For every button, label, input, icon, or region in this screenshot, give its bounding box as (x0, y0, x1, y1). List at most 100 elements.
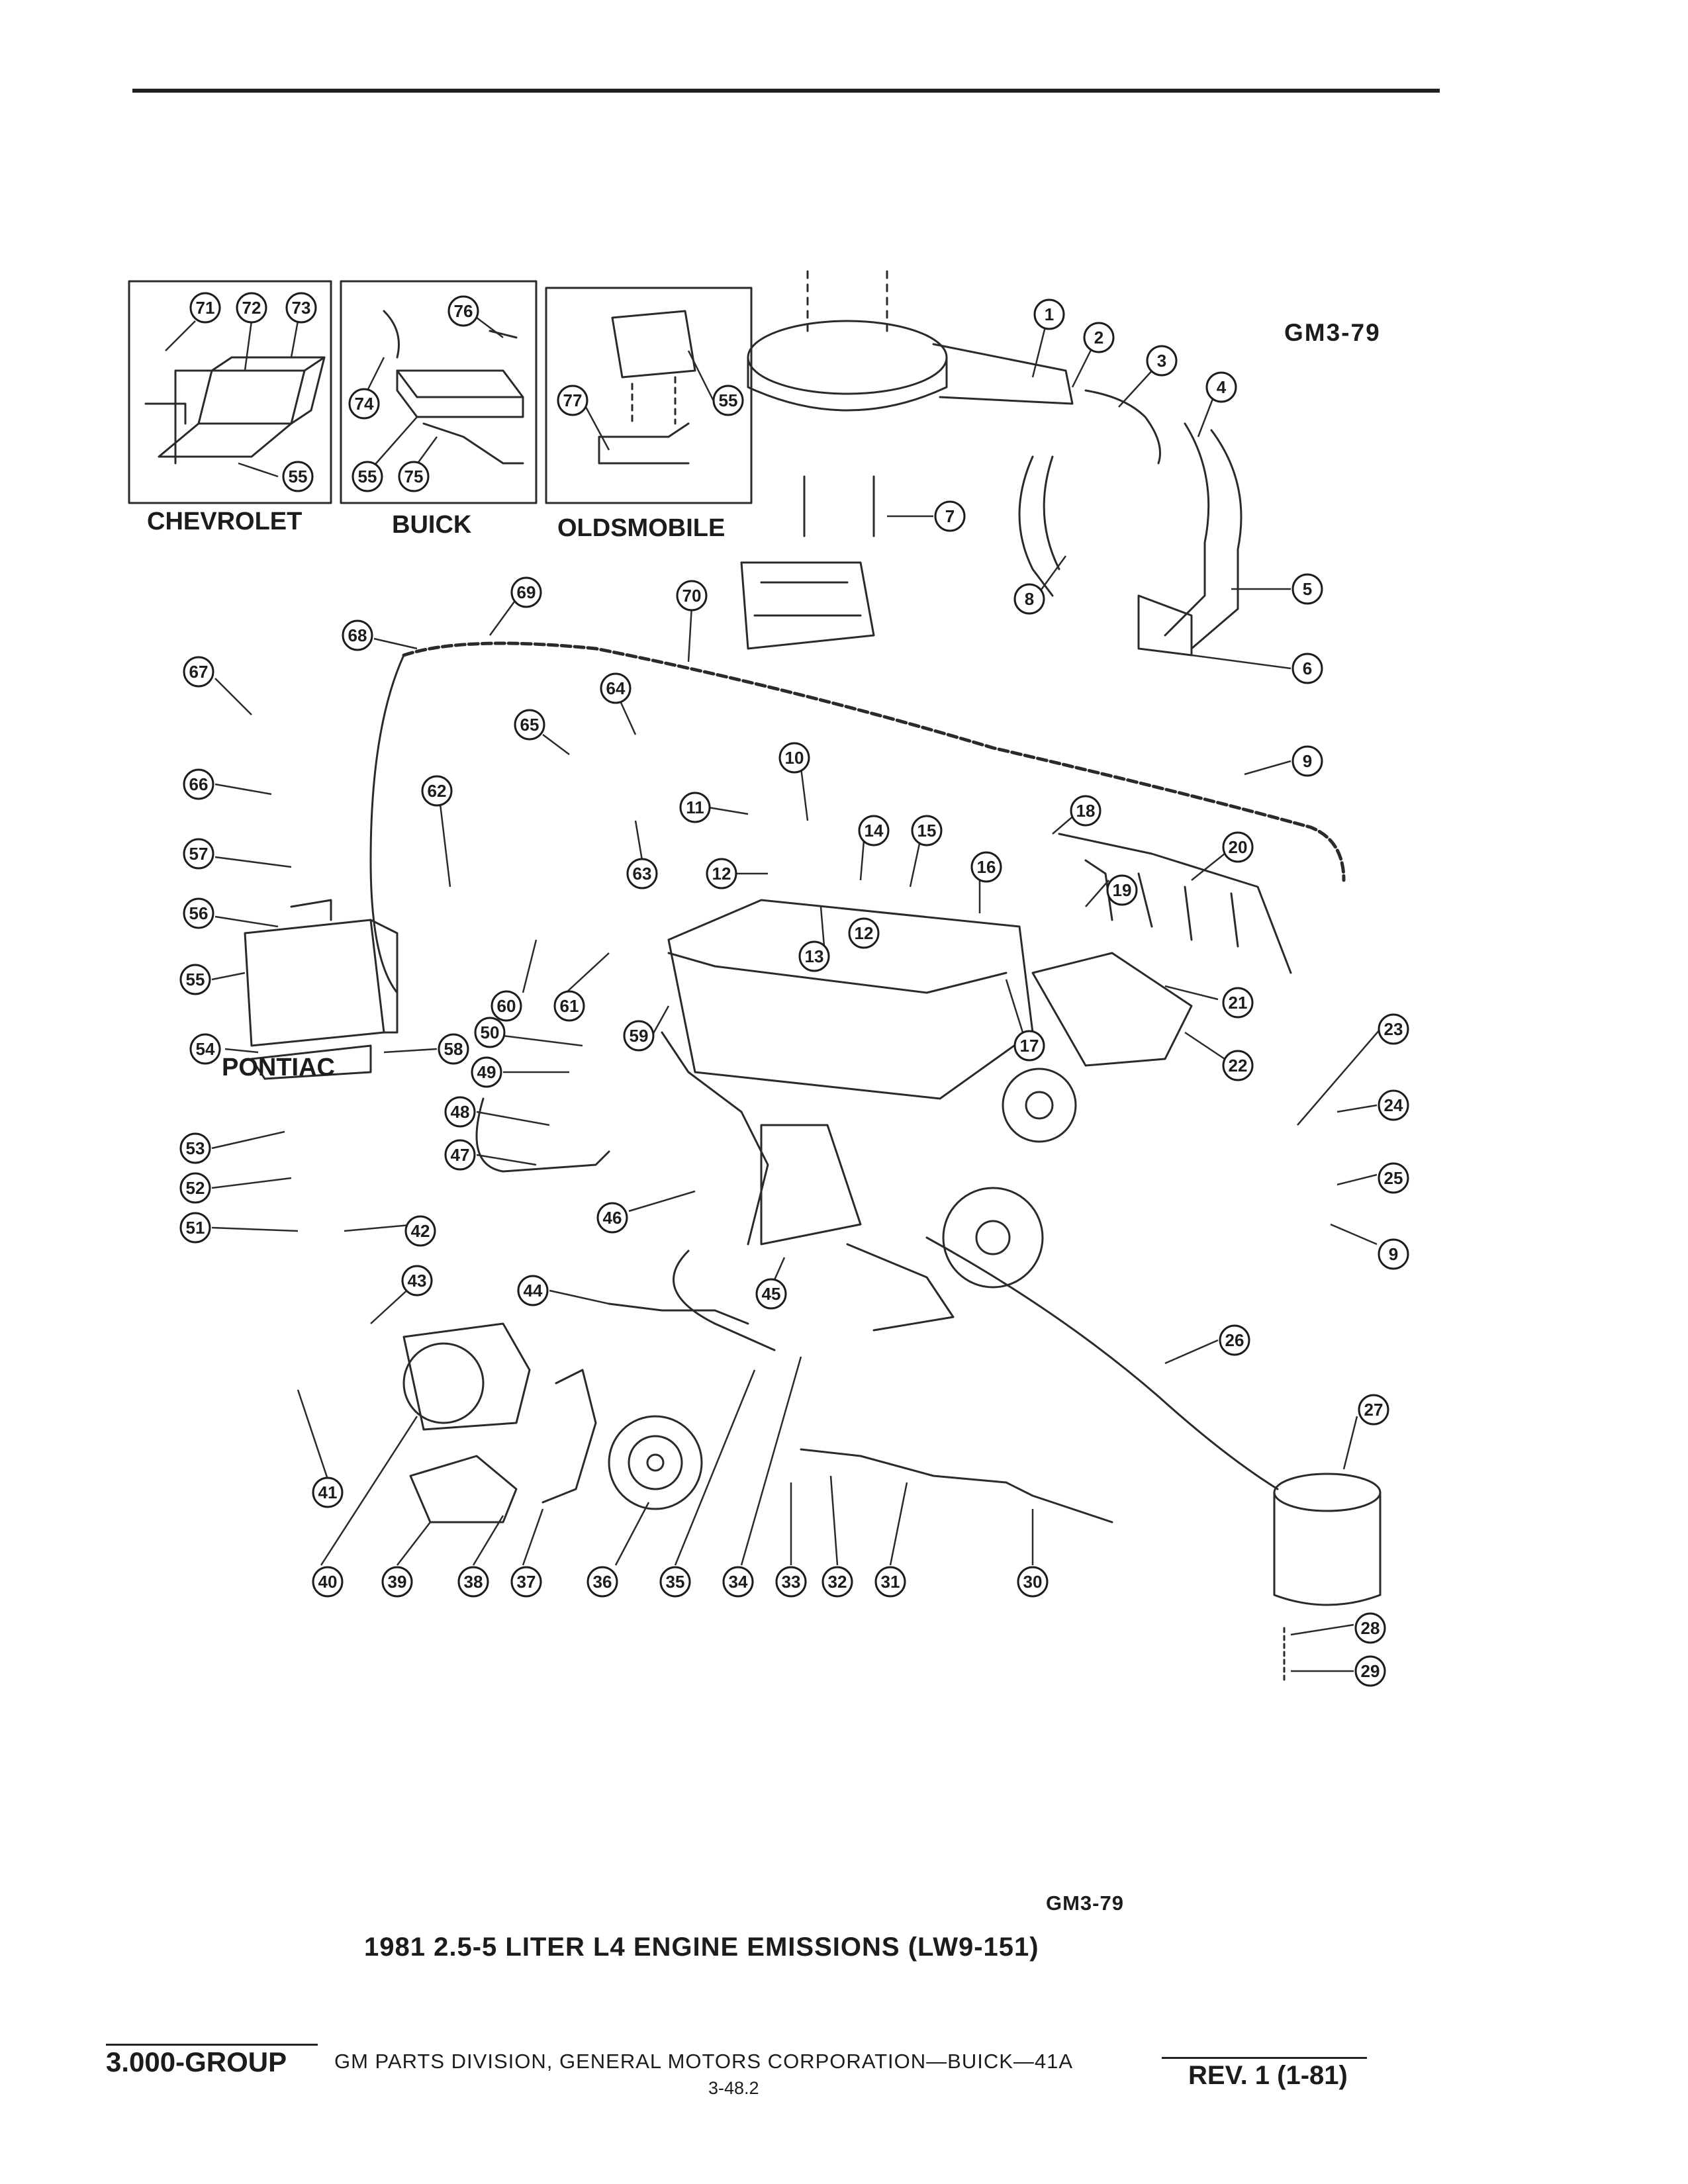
svg-text:56: 56 (189, 903, 209, 923)
svg-text:12: 12 (712, 864, 731, 884)
svg-text:71: 71 (196, 298, 215, 318)
callout: 1 (1033, 298, 1065, 330)
callout: 2 (1083, 322, 1115, 353)
svg-text:64: 64 (606, 678, 626, 698)
svg-text:13: 13 (805, 946, 824, 966)
callout: 18 (1070, 795, 1102, 827)
callout: 9 (1291, 745, 1323, 777)
svg-text:50: 50 (481, 1023, 500, 1042)
oldsmobile-inset-frame (545, 287, 753, 504)
callout: 44 (517, 1275, 549, 1306)
svg-text:36: 36 (593, 1572, 612, 1592)
callout: 36 (586, 1566, 618, 1598)
callout: 45 (755, 1278, 787, 1310)
svg-text:32: 32 (828, 1572, 847, 1592)
callout: 56 (183, 897, 214, 929)
svg-text:29: 29 (1361, 1661, 1380, 1681)
callout: 32 (821, 1566, 853, 1598)
footer-rule-left (106, 2044, 318, 2046)
svg-text:72: 72 (242, 298, 261, 318)
svg-text:20: 20 (1229, 837, 1248, 857)
svg-text:14: 14 (865, 821, 884, 841)
top-rule (132, 89, 1440, 93)
svg-text:39: 39 (388, 1572, 407, 1592)
svg-text:43: 43 (408, 1271, 427, 1291)
callout: 51 (179, 1212, 211, 1244)
callout: 19 (1106, 874, 1138, 906)
canister-hose (925, 1236, 1279, 1490)
vacuum-line (673, 1250, 776, 1351)
callout: 65 (514, 709, 545, 741)
buick-inset-frame (340, 280, 538, 504)
svg-text:17: 17 (1020, 1036, 1039, 1056)
svg-text:11: 11 (686, 797, 704, 817)
callout: 42 (404, 1215, 436, 1247)
callout: 76 (447, 295, 479, 327)
callout: 71 (189, 292, 221, 324)
callout: 57 (183, 838, 214, 870)
svg-text:25: 25 (1384, 1168, 1403, 1188)
svg-text:5: 5 (1303, 579, 1312, 599)
svg-text:40: 40 (318, 1572, 338, 1592)
svg-text:41: 41 (318, 1482, 338, 1502)
svg-text:68: 68 (348, 625, 367, 645)
svg-text:55: 55 (289, 467, 308, 486)
svg-text:23: 23 (1384, 1019, 1403, 1039)
svg-text:38: 38 (464, 1572, 483, 1592)
callout: 55 (352, 461, 383, 492)
callout: 58 (438, 1033, 469, 1065)
figure-ref-bottom: GM3-79 (1046, 1891, 1124, 1915)
svg-text:7: 7 (945, 506, 955, 526)
svg-text:46: 46 (603, 1208, 622, 1228)
callout: 63 (626, 858, 658, 889)
engine-block (661, 899, 1077, 1332)
svg-text:53: 53 (186, 1138, 205, 1158)
callout: 47 (444, 1139, 476, 1171)
svg-text:10: 10 (785, 748, 804, 768)
air-cleaner-assembly (747, 270, 1243, 657)
callout: 16 (970, 851, 1002, 883)
svg-text:58: 58 (444, 1039, 463, 1059)
buick-label: BUICK (392, 511, 472, 539)
callout: 50 (474, 1017, 506, 1048)
air-injection-pipes (1058, 833, 1292, 974)
callout: 72 (236, 292, 267, 324)
callout: 30 (1017, 1566, 1049, 1598)
callout: 22 (1222, 1050, 1254, 1081)
svg-text:37: 37 (517, 1572, 536, 1592)
svg-text:9: 9 (1389, 1244, 1398, 1264)
callout: 20 (1222, 831, 1254, 863)
callout: 67 (183, 656, 214, 688)
vapor-canister (1273, 1473, 1382, 1682)
svg-text:52: 52 (186, 1178, 205, 1198)
chevrolet-ecm-sketch (144, 356, 326, 465)
svg-text:42: 42 (411, 1221, 430, 1241)
callout: 15 (911, 815, 943, 846)
callout: 54 (189, 1033, 221, 1065)
svg-text:26: 26 (1225, 1330, 1244, 1350)
svg-text:16: 16 (977, 857, 996, 877)
callout: 13 (798, 940, 830, 972)
svg-text:66: 66 (189, 774, 209, 794)
callout: 70 (676, 580, 708, 612)
callout: 37 (510, 1566, 542, 1598)
svg-text:1: 1 (1045, 304, 1054, 324)
callout: 35 (659, 1566, 691, 1598)
callout: 14 (858, 815, 890, 846)
svg-text:45: 45 (762, 1284, 781, 1304)
callout: 75 (398, 461, 430, 492)
callout: 55 (712, 385, 744, 416)
callout: 66 (183, 768, 214, 800)
svg-text:18: 18 (1076, 801, 1096, 821)
svg-text:4: 4 (1217, 377, 1227, 397)
svg-text:75: 75 (404, 467, 424, 486)
callout: 11 (679, 792, 711, 823)
callout: 52 (179, 1172, 211, 1204)
callout: 28 (1354, 1612, 1386, 1644)
callout: 55 (282, 461, 314, 492)
svg-text:33: 33 (782, 1572, 801, 1592)
callout: 31 (874, 1566, 906, 1598)
svg-text:48: 48 (451, 1102, 470, 1122)
bracket-44 (608, 1302, 749, 1325)
carburetor (740, 561, 875, 650)
